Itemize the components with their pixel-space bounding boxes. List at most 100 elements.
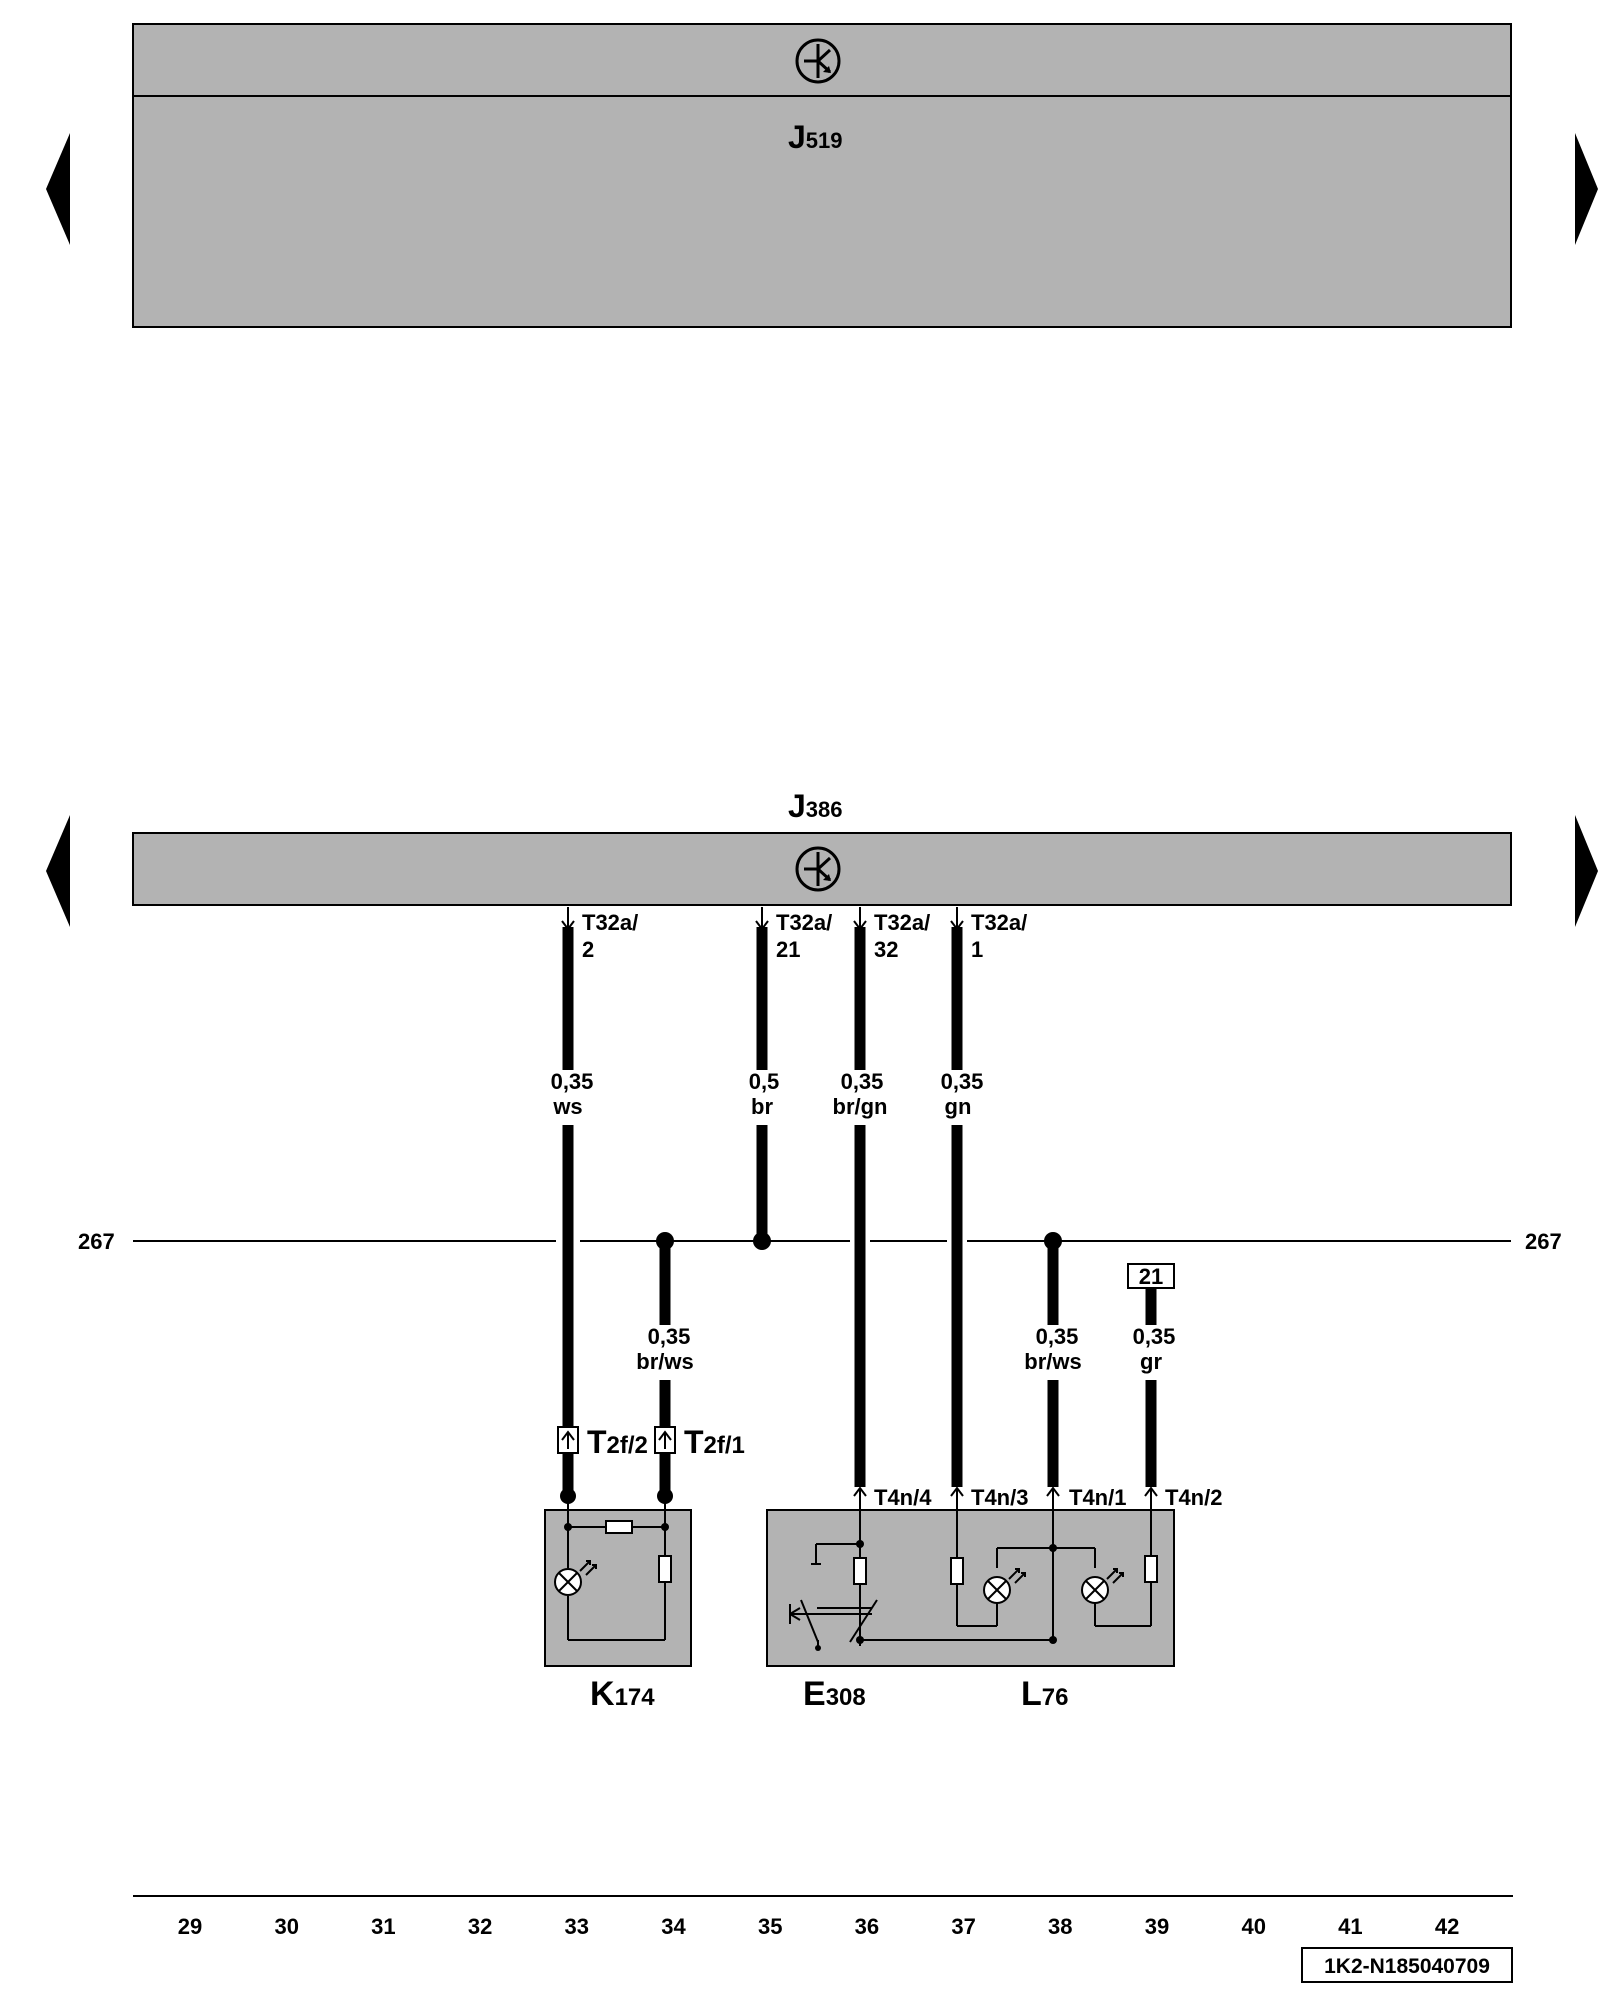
component-e308-l76	[766, 1509, 1175, 1667]
pin-arrows-bottom	[853, 1486, 1158, 1510]
wire-track-37-size: 0,35	[941, 1069, 984, 1094]
module-j386: J386	[132, 788, 1512, 906]
connector-t2f-1-sub: 2f/1	[704, 1432, 745, 1459]
ground-line-left-label: 267	[78, 1229, 115, 1254]
component-e308-code: E	[803, 1675, 826, 1713]
track-number: 31	[371, 1914, 395, 1939]
resistor-icon	[853, 1557, 867, 1585]
wire-track-34-size: 0,35	[648, 1324, 691, 1349]
pin-t32a-2-name: T32a/	[582, 910, 638, 935]
component-k174-code: K	[590, 1675, 615, 1713]
pin-t32a-32: T32a/32	[874, 910, 930, 962]
component-k174-num: 174	[615, 1684, 656, 1711]
lamp-icon	[1081, 1568, 1124, 1604]
reference-box-label: 21	[1139, 1264, 1163, 1289]
track-number: 42	[1435, 1914, 1459, 1939]
track-number: 32	[468, 1914, 492, 1939]
wire-track-39-size: 0,35	[1133, 1324, 1176, 1349]
track-number: 40	[1241, 1914, 1265, 1939]
pin-t32a-32-name: T32a/	[874, 910, 930, 935]
resistor-icon	[1144, 1555, 1158, 1583]
component-l76-num: 76	[1042, 1684, 1069, 1711]
junction-track-34	[656, 1232, 674, 1250]
reference-box[interactable]	[1127, 1263, 1175, 1289]
wire-track-38-color: br/ws	[1024, 1349, 1081, 1374]
junction-track-38	[1044, 1232, 1062, 1250]
connector-t2f-2-code: T	[587, 1424, 607, 1460]
pin-t32a-21-num: 21	[776, 937, 800, 962]
pin-t32a-1: T32a/1	[971, 910, 1027, 962]
component-k174	[544, 1488, 692, 1667]
connector-t2f-2-label: T2f/2	[587, 1424, 648, 1460]
track-number: 35	[758, 1914, 782, 1939]
resistor-icon	[658, 1555, 672, 1583]
connector-t2f-2-sub: 2f/2	[607, 1432, 648, 1459]
control-unit-icon	[795, 846, 841, 892]
wire-track-39-color: gr	[1140, 1349, 1162, 1374]
wire-track-36-size: 0,35	[841, 1069, 884, 1094]
track-number: 33	[565, 1914, 589, 1939]
connector-t2f-2-icon	[557, 1426, 579, 1454]
pin-t32a-21: T32a/21	[776, 910, 832, 962]
diagram-id: 1K2-N185040709	[1324, 1955, 1490, 1978]
track-number: 30	[274, 1914, 298, 1939]
component-e308-num: 308	[826, 1684, 866, 1711]
connector-t4n-3-label: T4n/3	[971, 1485, 1028, 1510]
track-numbers: 29 30 31 32 33 34 35 36 37 38 39 40 41 4…	[178, 1914, 1460, 1939]
track-number: 37	[951, 1914, 975, 1939]
module-j519-label: J519	[788, 119, 843, 155]
connector-t2f-1-icon	[654, 1426, 676, 1454]
wire-track-37-color: gn	[945, 1094, 972, 1119]
track-number: 38	[1048, 1914, 1072, 1939]
module-j519-code: J	[788, 119, 806, 155]
component-k174-label: K174	[590, 1675, 655, 1713]
next-page-arrow-bottom[interactable]	[1575, 815, 1598, 927]
track-number: 36	[855, 1914, 879, 1939]
wires	[562, 927, 1157, 1496]
wire-track-33-color: ws	[552, 1094, 582, 1119]
component-e308-label: E308	[803, 1675, 866, 1713]
control-unit-icon	[795, 38, 841, 84]
junction-track-35	[753, 1232, 771, 1250]
prev-page-arrow-bottom[interactable]	[46, 815, 70, 927]
connector-t2f-1-code: T	[684, 1424, 704, 1460]
pin-t32a-2-num: 2	[582, 937, 594, 962]
pin-t32a-1-num: 1	[971, 937, 983, 962]
wire-track-38-size: 0,35	[1036, 1324, 1079, 1349]
connector-t4n-4-label: T4n/4	[874, 1485, 932, 1510]
connector-t2f-1-label: T2f/1	[684, 1424, 745, 1460]
track-number: 29	[178, 1914, 202, 1939]
wire-track-35-size: 0,5	[749, 1069, 780, 1094]
wire-track-35-color: br	[751, 1094, 773, 1119]
pin-t32a-21-name: T32a/	[776, 910, 832, 935]
lamp-icon	[983, 1568, 1026, 1604]
next-page-arrow-top[interactable]	[1575, 133, 1598, 245]
wire-track-33-size: 0,35	[551, 1069, 594, 1094]
component-l76-code: L	[1021, 1675, 1042, 1713]
pin-t32a-2: T32a/2	[582, 910, 638, 962]
resistor-icon	[950, 1557, 964, 1585]
track-number: 39	[1145, 1914, 1169, 1939]
lamp-icon	[554, 1560, 597, 1596]
ground-line-right-label: 267	[1525, 1229, 1562, 1254]
module-j386-code: J	[788, 788, 806, 824]
component-l76-label: L76	[1021, 1675, 1068, 1713]
track-number: 41	[1338, 1914, 1362, 1939]
module-j519-num: 519	[806, 128, 843, 153]
module-j386-label: J386	[788, 788, 843, 824]
wire-track-36-color: br/gn	[833, 1094, 888, 1119]
track-number: 34	[661, 1914, 686, 1939]
pin-t32a-32-num: 32	[874, 937, 898, 962]
diagram-id-box	[1301, 1947, 1513, 1983]
pin-t32a-1-name: T32a/	[971, 910, 1027, 935]
wire-track-34-color: br/ws	[636, 1349, 693, 1374]
connector-t4n-2-label: T4n/2	[1165, 1485, 1222, 1510]
prev-page-arrow-top[interactable]	[46, 133, 70, 245]
